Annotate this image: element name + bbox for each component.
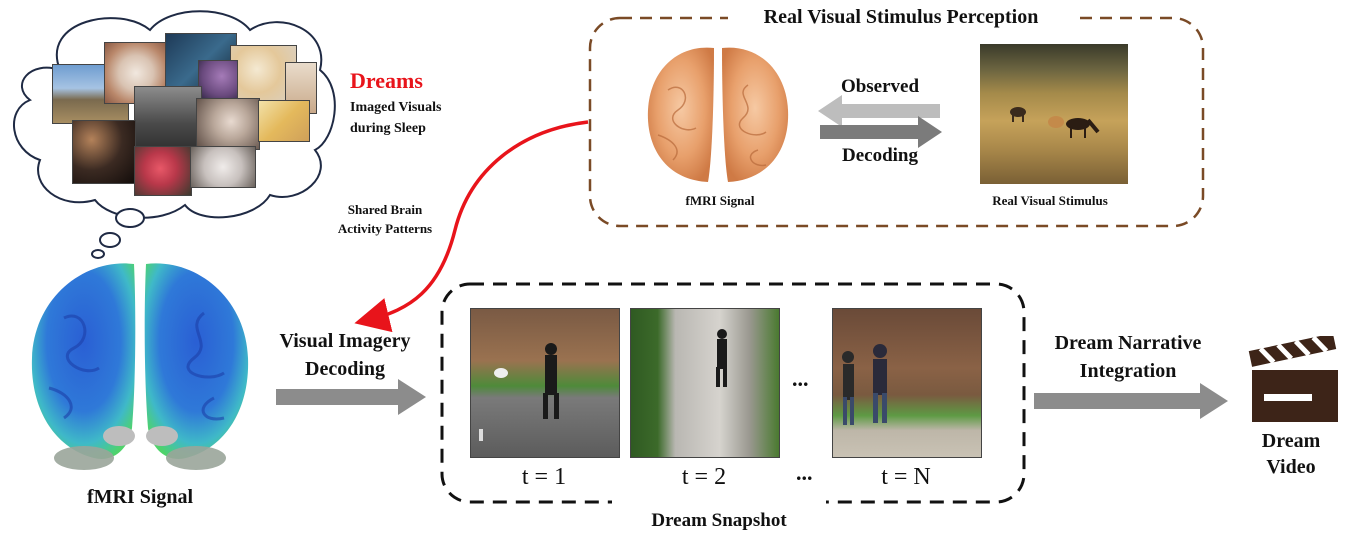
perception-title: Real Visual Stimulus Perception [763, 6, 1039, 28]
orange-brain-image [647, 47, 789, 183]
narrative-line1: Dream Narrative [1054, 332, 1202, 354]
visual-imagery-arrow [276, 379, 426, 415]
dream-photo-white-cat [190, 146, 256, 188]
horses-photo [980, 44, 1128, 184]
frame-2-label: t = 2 [681, 464, 727, 490]
observed-label: Observed [840, 76, 920, 97]
narrative-arrow [1034, 383, 1228, 419]
frame-n-label: t = N [881, 464, 931, 490]
dream-photo-cake [258, 100, 310, 142]
main-fmri-label: fMRI Signal [86, 486, 194, 508]
snapshot-frame-n [832, 308, 982, 458]
dream-photo-rose [134, 146, 192, 196]
shared-label-line2: Activity Patterns [337, 221, 433, 236]
snapshot-title: Dream Snapshot [651, 510, 787, 531]
dream-video-line1: Dream [1261, 430, 1321, 452]
decoding-label: Decoding [842, 145, 918, 166]
perception-box [588, 16, 1205, 228]
shared-patterns-arrow [354, 120, 589, 333]
clapperboard-icon [1248, 336, 1338, 422]
stimulus-label: Real Visual Stimulus [992, 193, 1108, 208]
shared-label-line1: Shared Brain [347, 202, 423, 217]
visual-imagery-line1: Visual Imagery [279, 330, 411, 352]
perception-fmri-label: fMRI Signal [685, 193, 755, 208]
thought-bubble-large [115, 208, 145, 228]
thought-bubble-medium [99, 232, 121, 248]
dreams-title: Dreams [350, 68, 423, 93]
snapshot-ellipsis-top: ... [792, 366, 809, 391]
snapshot-frame-2 [630, 308, 780, 458]
visual-imagery-line2: Decoding [305, 358, 385, 380]
thought-bubble-small [91, 249, 105, 259]
frame-1-label: t = 1 [521, 464, 567, 490]
dreams-subtitle-line2: during Sleep [350, 121, 426, 136]
snapshot-frame-1 [470, 308, 620, 458]
dreams-subtitle-line1: Imaged Visuals [350, 100, 442, 115]
blue-brain-image [31, 263, 249, 470]
observed-arrow [818, 95, 940, 127]
narrative-line2: Integration [1079, 360, 1177, 382]
decoding-arrow [820, 116, 942, 148]
dream-photo-dark [72, 120, 136, 184]
dream-video-line2: Video [1266, 456, 1316, 478]
snapshot-ellipsis-bottom: ... [796, 460, 813, 485]
